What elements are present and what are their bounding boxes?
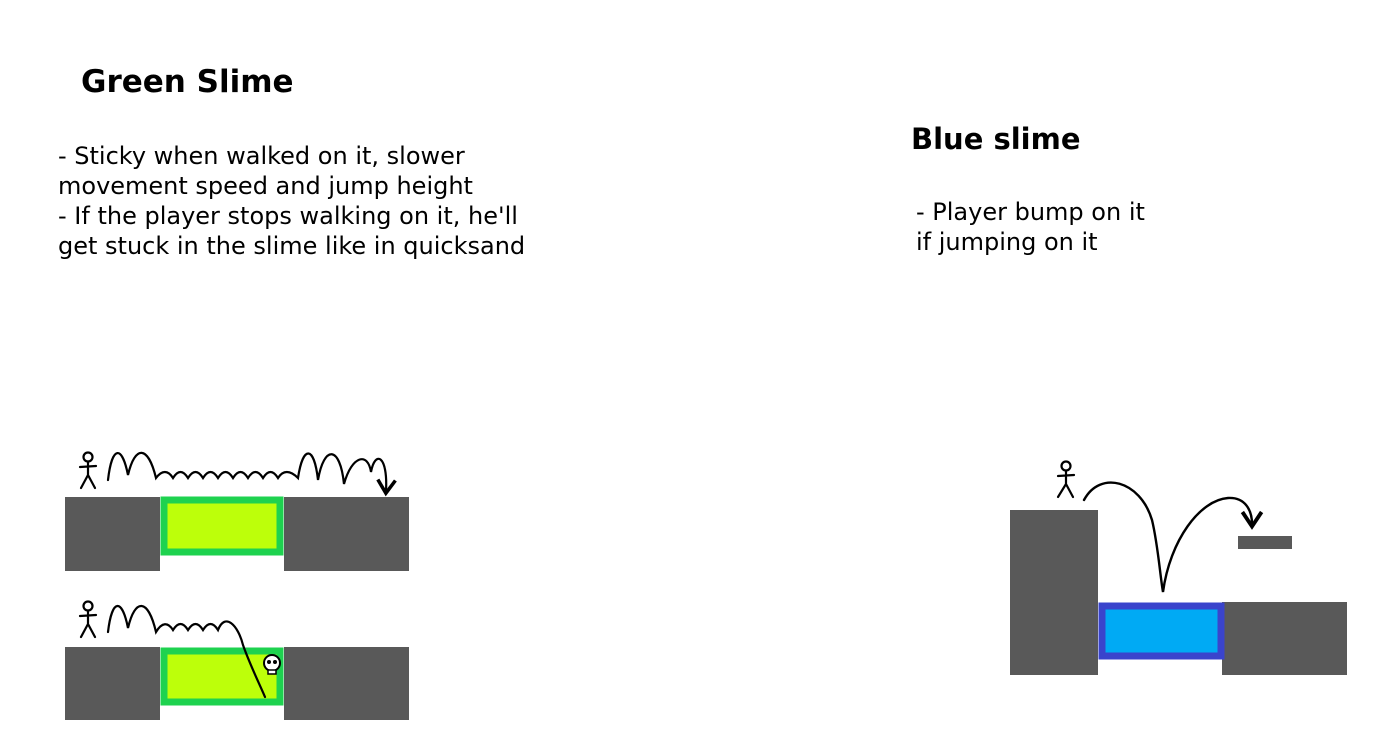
description-line: - If the player stops walking on it, he'…	[58, 202, 518, 230]
green-slime-description: - Sticky when walked on it, slower movem…	[58, 141, 525, 261]
green-slime-stuck-diagram	[65, 600, 409, 720]
player-trajectory	[106, 605, 267, 699]
description-line: - Player bump on it	[916, 198, 1145, 226]
floating-platform	[1238, 536, 1292, 549]
ground-block-left	[65, 647, 160, 720]
ground-block-right	[1222, 602, 1347, 675]
green-slime-walk-diagram	[65, 451, 409, 571]
ground-block-right	[284, 497, 409, 571]
green-slime-pool	[160, 647, 284, 706]
ground-pillar-left	[1010, 510, 1098, 675]
ground-block-left	[65, 497, 160, 571]
green-slime-title: Green Slime	[81, 64, 294, 100]
player-trajectory	[106, 451, 397, 497]
stick-figure-icon	[1056, 460, 1076, 499]
description-line: movement speed and jump height	[58, 172, 473, 200]
blue-slime-bounce-diagram	[1010, 460, 1347, 675]
blue-slime-description: - Player bump on it if jumping on it	[916, 197, 1145, 257]
player-trajectory	[1082, 481, 1264, 593]
description-line: get stuck in the slime like in quicksand	[58, 232, 526, 260]
description-line: - Sticky when walked on it, slower	[58, 142, 465, 170]
stick-figure-icon	[78, 600, 98, 639]
ground-block-right	[284, 647, 409, 720]
green-slime-pool	[160, 496, 284, 556]
stick-figure-icon	[78, 451, 98, 490]
skull-icon	[263, 654, 281, 675]
blue-slime-title: Blue slime	[911, 122, 1081, 156]
description-line: if jumping on it	[916, 228, 1098, 256]
blue-slime-pool	[1098, 602, 1225, 660]
